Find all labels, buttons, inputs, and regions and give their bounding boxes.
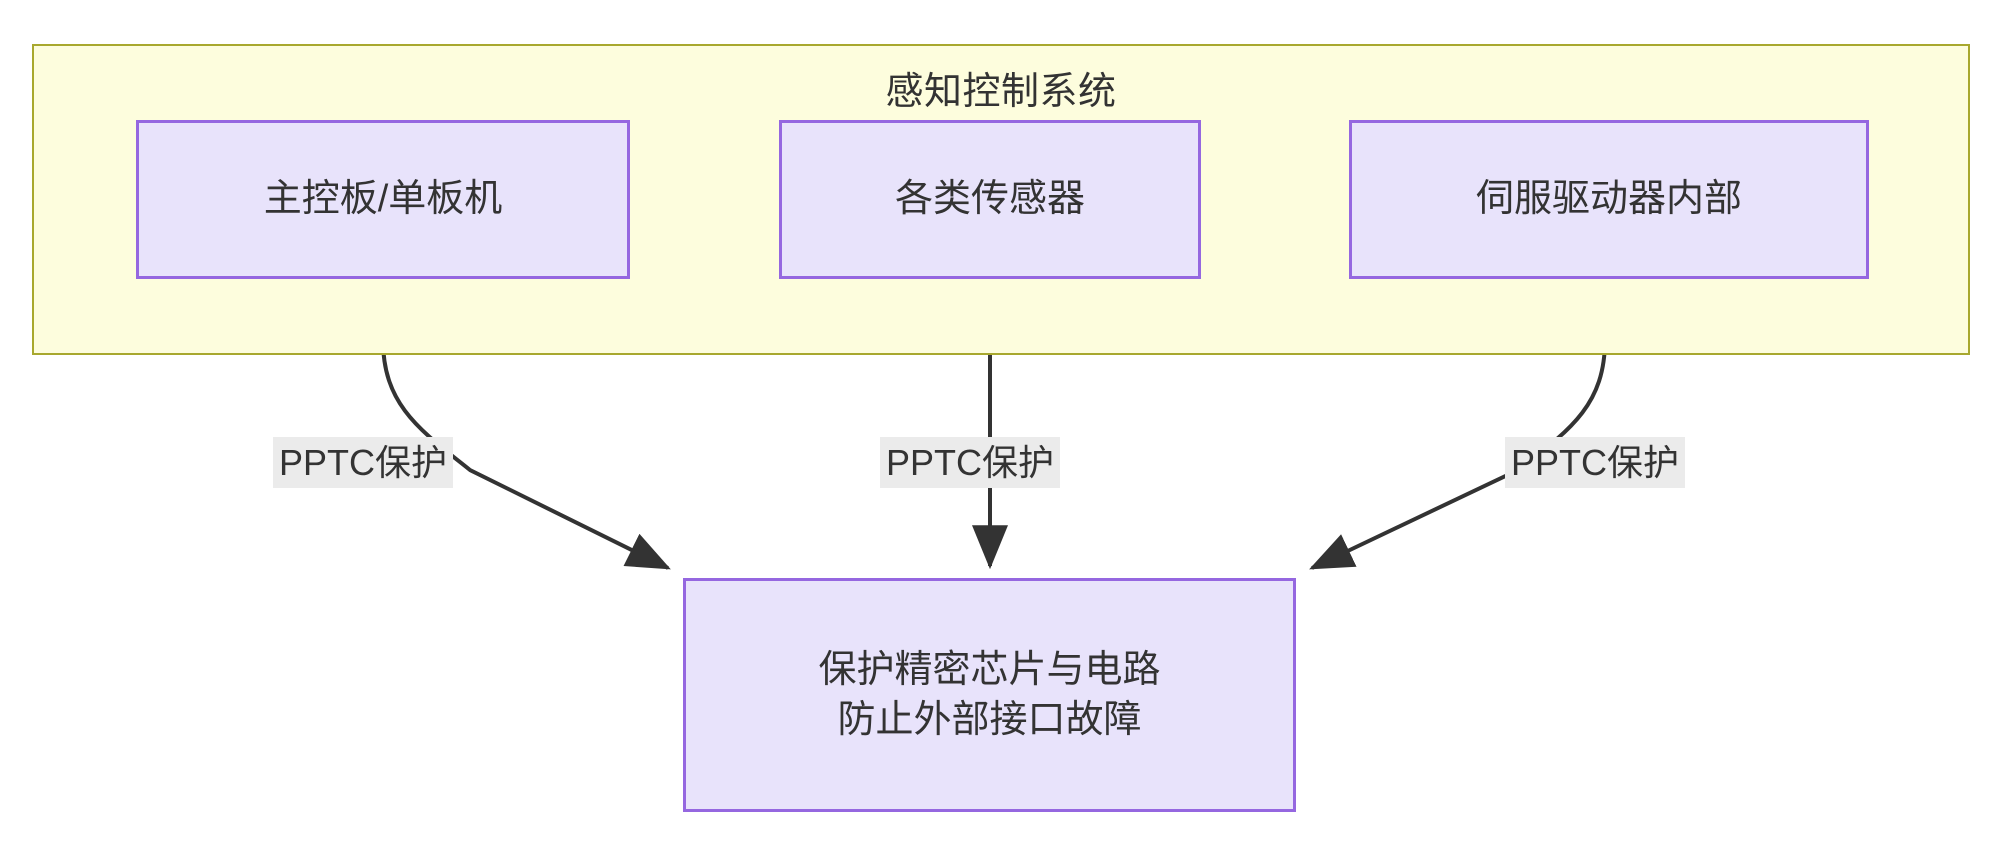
cluster-title: 感知控制系统 — [885, 71, 1117, 113]
edge-label-mcu-to-outcome: PPTC保护 — [273, 437, 454, 488]
node-servo-driver-internal[interactable]: 伺服驱动器内部 — [1349, 120, 1869, 279]
node-main-control-board[interactable]: 主控板/单板机 — [136, 120, 630, 279]
edge-label-servo-to-outcome: PPTC保护 — [1505, 437, 1686, 488]
edge-label-sensors-to-outcome: PPTC保护 — [880, 437, 1061, 488]
node-sensors[interactable]: 各类传感器 — [779, 120, 1201, 279]
node-label: 各类传感器 — [894, 178, 1085, 221]
node-label: 伺服驱动器内部 — [1475, 178, 1742, 221]
node-protection-outcome[interactable]: 保护精密芯片与电路 防止外部接口故障 — [683, 578, 1296, 812]
node-label: 保护精密芯片与电路 防止外部接口故障 — [818, 648, 1161, 741]
node-label: 主控板/单板机 — [263, 178, 503, 221]
